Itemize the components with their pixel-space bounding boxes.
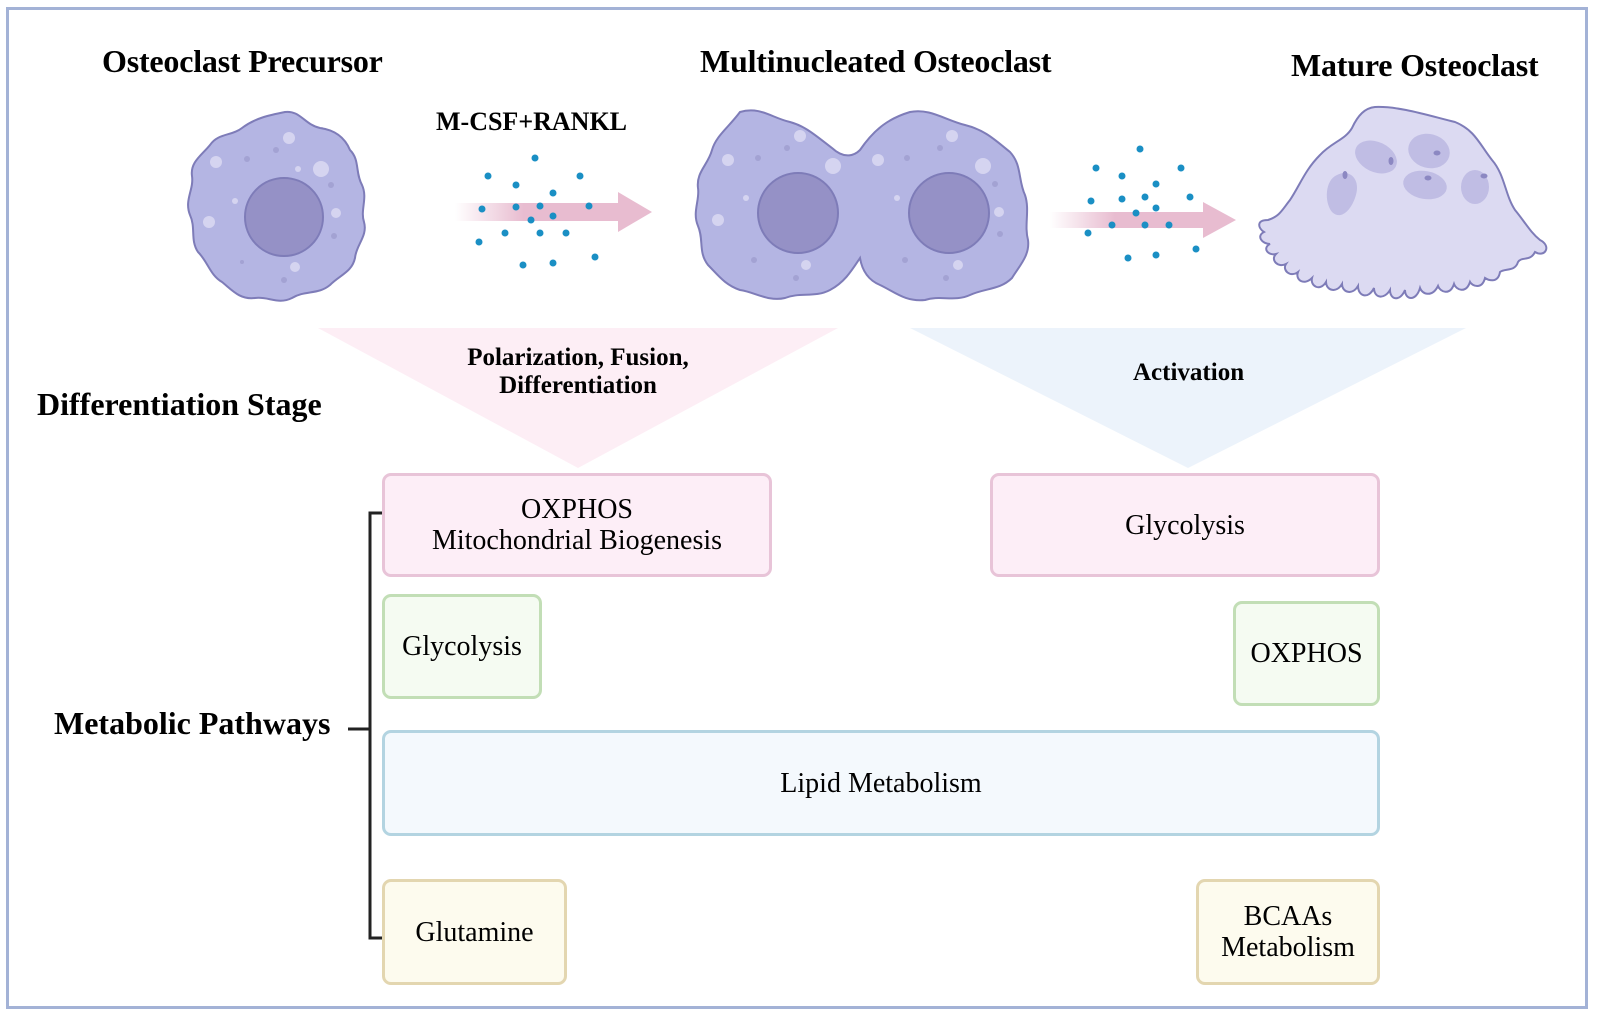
activation-arrow <box>1050 202 1236 238</box>
stage-title-mature: Mature Osteoclast <box>1291 47 1539 83</box>
stimulus-arrow-1 <box>455 192 652 232</box>
transition-triangle-pink <box>318 328 838 468</box>
pathway-box-early-glycolysis: Glycolysis <box>382 594 542 699</box>
precursor-cell-icon <box>187 110 366 302</box>
row-label-differentiation-stage: Differentiation Stage <box>37 386 322 422</box>
pathway-oxphos-label: OXPHOS <box>520 494 633 525</box>
pathway-box-bcaas: BCAAs Metabolism <box>1196 879 1380 985</box>
stimulus-label: M-CSF+RANKL <box>436 107 628 136</box>
transition-label-line1: Polarization, Fusion, <box>467 344 689 371</box>
row-label-metabolic-pathways: Metabolic Pathways <box>54 705 331 741</box>
pathway-bcaas-label: BCAAs <box>1243 901 1333 932</box>
transition-label-line2: Differentiation <box>499 372 657 399</box>
pathway-box-oxphos-mito: OXPHOS Mitochondrial Biogenesis <box>382 473 772 577</box>
transition-triangle-blue <box>910 328 1466 468</box>
multinucleated-cell-icon <box>694 109 1030 302</box>
pathway-box-glutamine: Glutamine <box>382 879 567 985</box>
cytokine-dots-1 <box>475 154 599 269</box>
pathway-box-late-oxphos: OXPHOS <box>1233 601 1380 706</box>
transition-label-activation: Activation <box>1133 359 1245 386</box>
pathway-box-late-glycolysis: Glycolysis <box>990 473 1380 577</box>
mature-osteoclast-icon <box>1258 105 1548 300</box>
cytokine-dots-2 <box>1084 145 1200 262</box>
pathway-bcaas-metabolism-label: Metabolism <box>1221 932 1355 963</box>
pathway-box-lipid: Lipid Metabolism <box>382 730 1380 836</box>
metabolic-bracket <box>348 511 383 940</box>
stage-title-multinucleated: Multinucleated Osteoclast <box>700 43 1052 79</box>
stage-title-precursor: Osteoclast Precursor <box>102 43 383 79</box>
pathway-mito-label: Mitochondrial Biogenesis <box>431 525 723 556</box>
transition-label-differentiation: Polarization, Fusion, Differentiation <box>448 344 708 400</box>
